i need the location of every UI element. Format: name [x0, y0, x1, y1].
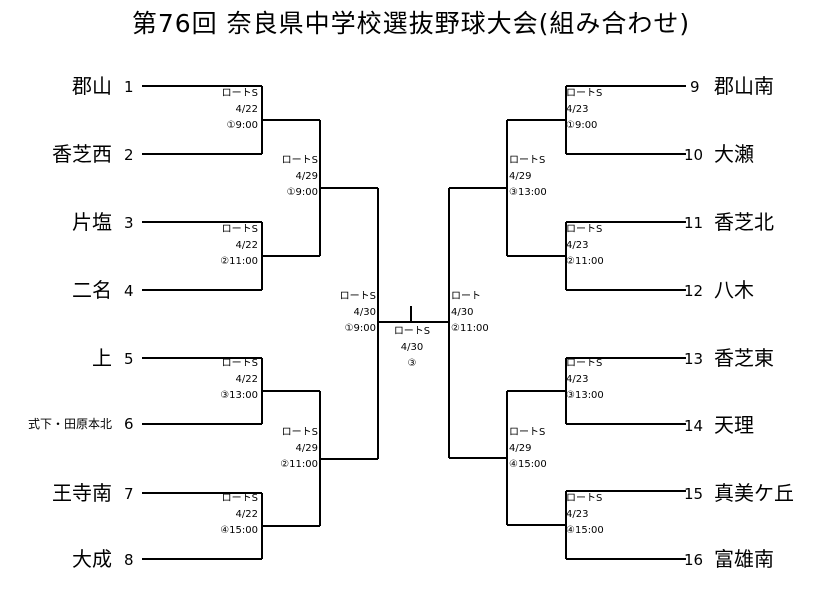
team-seed-7: 7 — [124, 485, 134, 503]
team-name-15: 真美ケ丘 — [714, 481, 794, 505]
team-seed-2: 2 — [124, 146, 134, 164]
team-name-11: 香芝北 — [714, 210, 774, 234]
team-seed-8: 8 — [124, 551, 134, 569]
team-seed-5: 5 — [124, 350, 134, 368]
team-name-10: 大瀬 — [714, 142, 754, 166]
team-name-9: 郡山南 — [714, 74, 774, 98]
team-seed-6: 6 — [124, 415, 134, 433]
team-seed-16: 16 — [684, 551, 704, 569]
team-name-8: 大成 — [72, 547, 112, 571]
team-seed-9: 9 — [690, 78, 700, 96]
team-seed-10: 10 — [684, 146, 704, 164]
team-name-6: 式下・田原本北 — [27, 417, 112, 431]
team-seed-14: 14 — [684, 417, 704, 435]
team-name-7: 王寺南 — [52, 481, 112, 505]
team-name-14: 天理 — [714, 413, 754, 437]
team-name-16: 富雄南 — [714, 547, 774, 571]
team-name-5: 上 — [92, 346, 112, 370]
team-seed-3: 3 — [124, 214, 134, 232]
team-name-2: 香芝西 — [52, 142, 112, 166]
team-seed-12: 12 — [684, 282, 704, 300]
team-seed-1: 1 — [124, 78, 134, 96]
team-seed-15: 15 — [684, 485, 704, 503]
team-name-1: 郡山 — [72, 74, 112, 98]
team-seed-4: 4 — [124, 282, 134, 300]
page-title: 第76回 奈良県中学校選抜野球大会(組み合わせ) — [131, 9, 691, 38]
team-seed-11: 11 — [684, 214, 704, 232]
team-name-12: 八木 — [714, 278, 754, 302]
team-name-4: 二名 — [72, 278, 112, 302]
team-seed-13: 13 — [684, 350, 704, 368]
team-name-13: 香芝東 — [714, 346, 774, 370]
team-name-3: 片塩 — [72, 210, 112, 234]
